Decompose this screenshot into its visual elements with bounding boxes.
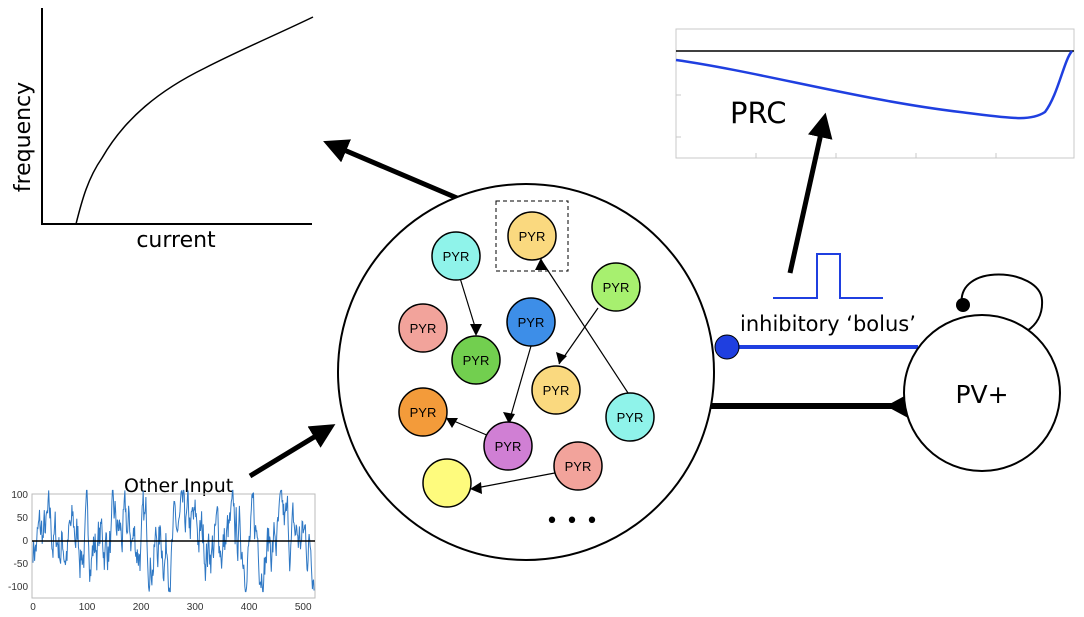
pyr-cell-label: PYR	[518, 315, 545, 330]
noise-xtick-label: 100	[79, 602, 96, 613]
pyr-cell-body	[451, 335, 501, 385]
pyr-cell-body	[431, 231, 481, 281]
pyr-cell-body	[507, 211, 557, 261]
pyr-cells: PYR PYR PYR PYR PYR PYR PYR PYR PYR PYR PYR	[398, 211, 655, 508]
pyr-cell	[422, 458, 472, 508]
pyr-cell: PYR	[531, 365, 581, 415]
bolus-synapse-icon	[714, 334, 740, 360]
pyr-cell: PYR	[431, 231, 481, 281]
noise-ytick-label: -100	[8, 582, 28, 593]
prc-curve	[675, 50, 1074, 120]
noise-trace	[32, 489, 315, 593]
network-synapses	[446, 258, 567, 494]
fi-curve	[75, 16, 314, 225]
pyr-cell: PYR	[553, 441, 603, 491]
pyr-cell: PYR	[506, 297, 556, 347]
pyr-cell-label: PYR	[543, 383, 570, 398]
prc-frame	[675, 28, 1075, 159]
noise-xtick-label: 200	[133, 602, 150, 613]
fi-xlabel: current	[136, 228, 216, 253]
noise-xtick-label: 400	[241, 602, 258, 613]
pyr-cell-body	[531, 365, 581, 415]
pyr-cell-body	[422, 458, 472, 508]
pyr-cell-label: PYR	[603, 280, 630, 295]
prc-ticks	[676, 94, 997, 158]
pyr-cell-body	[605, 392, 655, 442]
pyr-cell-label: PYR	[495, 439, 522, 454]
fi-curve-plot: current frequency	[11, 8, 314, 253]
pyr-cell-label: PYR	[617, 410, 644, 425]
pyr-cell-label: PYR	[519, 229, 546, 244]
arrow-to-prc	[787, 112, 833, 274]
prc-label: PRC	[730, 96, 786, 130]
bolus-pulse-icon	[773, 253, 883, 299]
pyr-cell-label: PYR	[565, 459, 592, 474]
noise-ytick-label: 0	[22, 536, 28, 547]
fi-ylabel: frequency	[11, 82, 36, 192]
pv-cell	[903, 314, 1061, 472]
pyr-cell: PYR	[507, 211, 557, 261]
pyr-cell: PYR	[398, 303, 448, 353]
pyr-cell-body	[398, 303, 448, 353]
noise-xtick-label: 500	[295, 602, 312, 613]
noise-xtick-label: 0	[30, 602, 36, 613]
pyr-cell-body	[398, 387, 448, 437]
other-input-label: Other Input	[124, 475, 233, 497]
noise-frame	[31, 493, 316, 599]
prc-plot: PRC	[675, 28, 1075, 159]
pyr-cell: PYR	[451, 335, 501, 385]
bolus-label: inhibitory ‘bolus’	[740, 312, 916, 336]
network-edges	[441, 259, 631, 489]
autapse-synapse-icon	[956, 298, 970, 312]
pyr-cell-body	[483, 421, 533, 471]
pyr-cell-label: PYR	[410, 321, 437, 336]
pv-cell-label: PV+	[955, 380, 1008, 409]
arrow-other-input	[248, 424, 336, 479]
noise-xtick-label: 300	[187, 602, 204, 613]
pyr-cell-body	[553, 441, 603, 491]
pyr-cell: PYR	[483, 421, 533, 471]
noise-ytick-label: -50	[14, 559, 29, 570]
selected-cell-box	[495, 200, 569, 272]
pyr-cell-body	[591, 262, 641, 312]
pyr-cell: PYR	[398, 387, 448, 437]
pyr-cell-label: PYR	[463, 353, 490, 368]
network-ellipsis: • • •	[546, 509, 599, 534]
pyr-cell-label: PYR	[410, 405, 437, 420]
pyr-cell-label: PYR	[443, 249, 470, 264]
noise-ytick-label: 50	[17, 513, 29, 524]
noise-ytick-label: 100	[11, 490, 28, 501]
pv-autapse	[960, 273, 1044, 332]
pyr-cell-body	[506, 297, 556, 347]
pyr-cell: PYR	[605, 392, 655, 442]
pyr-cell: PYR	[591, 262, 641, 312]
